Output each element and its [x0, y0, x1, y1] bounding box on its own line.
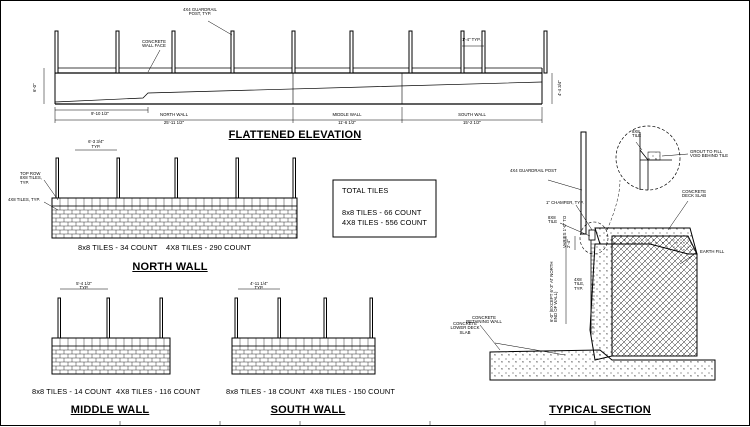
dim-first-segment: 9'-10 1/2"	[90, 111, 110, 116]
label-north-wall-segment: NORTH WALL	[160, 112, 188, 117]
title-flattened-elevation: FLATTENED ELEVATION	[228, 129, 362, 141]
label-section-4x8: 4X8 TILE, TYP.	[574, 277, 585, 291]
dim-middle-wall: 11'-6 1/2"	[338, 120, 356, 125]
label-retaining-wall: CONCRETE RETAINING WALL	[466, 315, 502, 325]
middle-count-4x8: 4X8 TILES - 116 COUNT	[116, 387, 201, 396]
north-count-8x8: 8x8 TILES - 34 COUNT	[78, 243, 158, 252]
elevation-posts	[54, 30, 548, 74]
typical-section-drawing	[479, 125, 716, 381]
dim-elevation-right-height: 4'-4 3/4"	[557, 80, 562, 96]
label-grout: GROUT TO FILL VOID BEHIND TILE	[690, 149, 729, 159]
south-count-8x8: 8x8 TILES - 18 COUNT	[226, 387, 306, 396]
label-middle-wall-segment: MIDDLE WALL	[332, 112, 362, 117]
label-guardrail-post: 4X4 GUARDRAIL POST, TYP.	[183, 7, 217, 17]
label-earth-fill: EARTH FILL	[700, 249, 725, 254]
south-wall-drawing	[231, 288, 376, 375]
label-lower-deck: CONCRETE LOWER DECK SLAB	[450, 321, 480, 335]
total-tiles-box	[332, 179, 437, 238]
dim-elevation-left-height: 6'-0"	[32, 83, 37, 92]
label-section-8x8-side: 8X8 TILE	[548, 215, 558, 225]
dim-north-typ: TYP.	[91, 144, 101, 149]
total-8x8: 8x8 TILES - 66 COUNT	[342, 208, 422, 217]
label-north-4x8-tiles: 4X8 TILES, TYP.	[8, 197, 41, 202]
north-count-4x8: 4X8 TILES - 290 COUNT	[166, 243, 251, 252]
label-section-post: 4X4 GUARDRAIL POST	[510, 168, 557, 173]
title-typical-section: TYPICAL SECTION	[549, 404, 651, 416]
total-4x8: 4X8 TILES - 556 COUNT	[342, 218, 427, 227]
sheet-edge-ticks	[119, 421, 596, 426]
dim-section-varies: VARIES 1'-0" TO 2'-4"	[562, 215, 572, 248]
dim-post-spacing: 1'-4" TYP.	[462, 37, 481, 42]
dim-north-wall: 25'-11 1/2"	[163, 120, 185, 125]
label-chamfer: 1" CHAMFER, TYP.	[546, 200, 584, 205]
title-south-wall: SOUTH WALL	[270, 404, 346, 416]
title-north-wall: NORTH WALL	[132, 261, 208, 273]
middle-wall-drawing	[51, 288, 171, 375]
label-deck-slab: CONCRETE DECK SLAB	[682, 189, 707, 199]
flattened-elevation	[43, 20, 553, 123]
label-top-row-tiles: TOP ROW 8X8 TILES, TYP.	[20, 171, 42, 185]
total-heading: TOTAL TILES	[342, 186, 389, 195]
dim-middle-typ: TYP.	[79, 285, 89, 290]
label-concrete-wall-face: CONCRETE WALL FACE	[141, 39, 167, 49]
dim-section-height: 6'-0" (EXCEPT 6'-3" AT NORTH END OF WALL…	[549, 261, 559, 323]
label-south-wall-segment: SOUTH WALL	[458, 112, 486, 117]
north-wall-drawing	[43, 149, 298, 239]
dim-south-wall: 15'-2 1/2"	[462, 120, 482, 125]
south-count-4x8: 4X8 TILES - 150 COUNT	[310, 387, 395, 396]
label-section-8x8-top: 8X8 TILE	[632, 129, 642, 139]
dim-south-post-spacing: 4'-11 1/4"	[250, 281, 268, 286]
dim-south-typ: TYP.	[254, 285, 264, 290]
dim-north-post-spacing: 6'-3 3/4"	[88, 139, 104, 144]
title-middle-wall: MIDDLE WALL	[70, 404, 150, 416]
dim-middle-post-spacing: 5'-4 1/2"	[76, 281, 92, 286]
middle-count-8x8: 8x8 TILES - 14 COUNT	[32, 387, 112, 396]
